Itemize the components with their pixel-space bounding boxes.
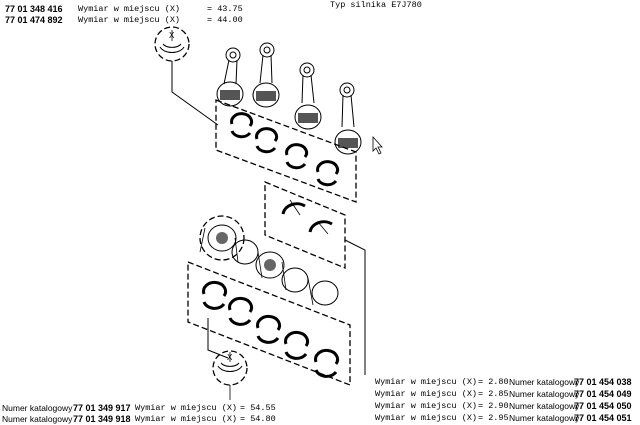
dimension-value: = 43.75 [207,4,243,14]
main-bearing-part-number[interactable]: 77 01 349 918 [73,414,131,424]
dimension-label: Wymiar w miejscu (X) [375,401,478,411]
catalog-label: Numer katalogowy [509,389,580,399]
dimension-label: Wymiar w miejscu (X) [375,389,478,399]
engine-type-label: Typ silnika E7J780 [330,0,422,10]
svg-text:X: X [227,353,233,362]
dimension-value: = 44.00 [207,15,243,25]
conrod-bearing-detail-icon: X [154,26,190,62]
catalog-label: Numer katalogowy [2,403,73,413]
dimension-label: Wymiar w miejscu (X) [375,377,478,387]
dimension-label: Wymiar w miejscu (X) [78,4,181,14]
main-bearing-shells [187,261,351,386]
dimension-label: Wymiar w miejscu (X) [135,414,238,424]
dimension-label: Wymiar w miejscu (X) [375,413,478,423]
catalog-label: Numer katalogowy [509,401,580,411]
detail-marker: X [169,31,175,40]
mouse-pointer-icon [372,135,383,155]
main-bearing-detail-icon: X [212,350,248,400]
catalog-label: Numer katalogowy [509,377,580,387]
conrod-part-number[interactable]: 77 01 348 416 [5,4,63,14]
thrust-washer-group [264,181,366,375]
dimension-label: Wymiar w miejscu (X) [78,15,181,25]
washer-part-number[interactable]: 77 01 454 049 [574,389,632,399]
dimension-label: Wymiar w miejscu (X) [135,403,238,413]
dimension-value: = 54.80 [240,414,276,424]
conrod-part-number[interactable]: 77 01 474 892 [5,15,63,25]
washer-part-number[interactable]: 77 01 454 050 [574,401,632,411]
washer-part-number[interactable]: 77 01 454 038 [574,377,632,387]
dimension-value: = 2.90 [478,401,509,411]
dimension-value: = 54.55 [240,403,276,413]
catalog-label: Numer katalogowy [509,413,580,423]
dimension-value: = 2.95 [478,413,509,423]
crankshaft [199,215,339,306]
catalog-label: Numer katalogowy [2,414,73,424]
connecting-rods [216,42,362,155]
dimension-value: = 2.85 [478,389,509,399]
conrod-bearing-shells [215,99,357,203]
main-bearing-part-number[interactable]: 77 01 349 917 [73,403,131,413]
dimension-value: = 2.80 [478,377,509,387]
washer-part-number[interactable]: 77 01 454 051 [574,413,632,423]
